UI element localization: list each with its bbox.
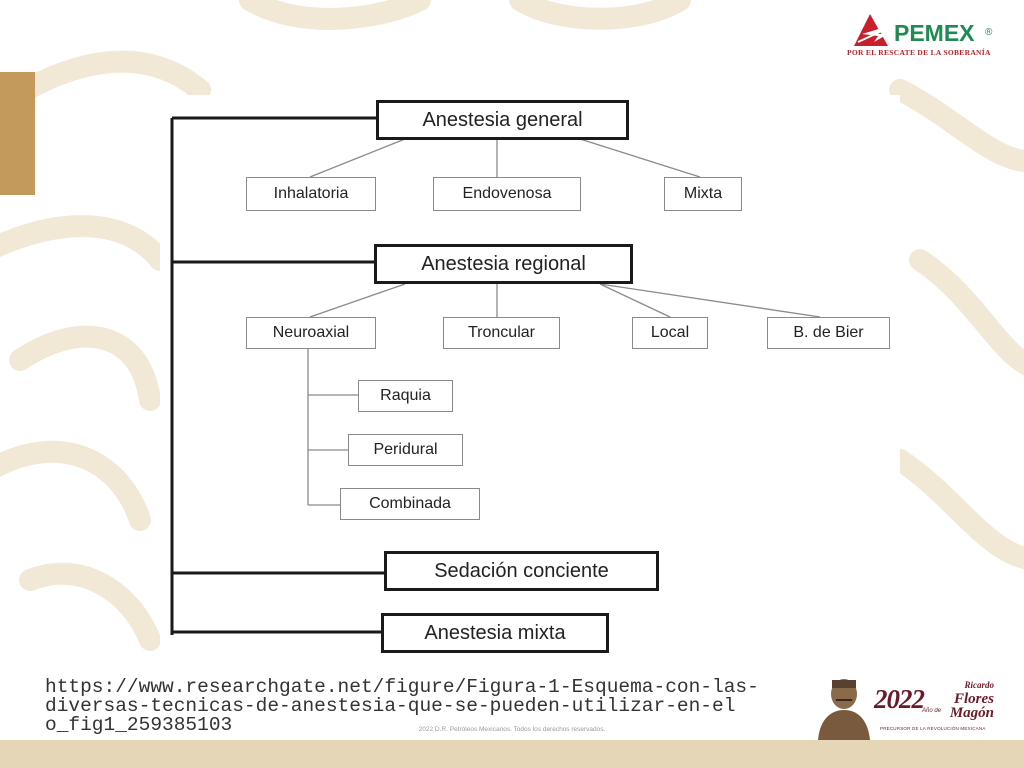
node-anestesia-regional: Anestesia regional xyxy=(374,244,633,284)
pemex-logo: PEMEX ® POR EL RESCATE DE LA SOBERANÍA xyxy=(846,10,996,60)
flores-magon-badge: 2022 Ricardo Flores Magón Año de PRECURS… xyxy=(810,674,996,742)
anesthesia-diagram: Anestesia general Inhalatoria Endovenosa… xyxy=(160,95,900,665)
node-label: Endovenosa xyxy=(462,185,552,202)
diagram-connectors xyxy=(170,116,821,635)
badge-ano-de: Año de xyxy=(922,708,942,714)
node-b-de-bier: B. de Bier xyxy=(767,317,890,349)
node-combinada: Combinada xyxy=(340,488,480,520)
node-label: Combinada xyxy=(369,495,451,512)
node-endovenosa: Endovenosa xyxy=(433,177,581,211)
node-label: Local xyxy=(650,324,690,341)
node-label: Mixta xyxy=(683,185,723,202)
logo-tagline: POR EL RESCATE DE LA SOBERANÍA xyxy=(847,48,991,57)
badge-footline: PRECURSOR DE LA REVOLUCIÓN MEXICANA xyxy=(880,726,986,731)
node-peridural: Peridural xyxy=(348,434,463,466)
accent-tab xyxy=(0,72,35,195)
source-caption: https://www.researchgate.net/figure/Figu… xyxy=(45,676,759,736)
node-neuroaxial: Neuroaxial xyxy=(246,317,376,349)
node-label: Inhalatoria xyxy=(273,185,349,202)
badge-year: 2022 xyxy=(874,684,925,714)
node-label: Troncular xyxy=(468,324,535,341)
badge-name: Ricardo Flores Magón xyxy=(936,678,994,721)
badge-first-name: Ricardo xyxy=(964,680,994,690)
node-label: Anestesia regional xyxy=(421,252,586,275)
node-sedacion-conciente: Sedación conciente xyxy=(384,551,659,591)
node-raquia: Raquia xyxy=(358,380,453,412)
node-label: Anestesia general xyxy=(422,108,583,131)
footer-band xyxy=(0,740,1024,768)
logo-wordmark: PEMEX xyxy=(894,20,975,46)
node-anestesia-mixta: Anestesia mixta xyxy=(381,613,609,653)
node-inhalatoria: Inhalatoria xyxy=(246,177,376,211)
node-label: Neuroaxial xyxy=(272,324,350,341)
pemex-eagle-icon xyxy=(854,14,888,46)
copyright-notice: 2022 D.R. Petróleos Mexicanos. Todos los… xyxy=(418,726,606,733)
node-mixta: Mixta xyxy=(664,177,742,211)
portrait-icon xyxy=(810,674,874,740)
node-label: Anestesia mixta xyxy=(424,621,566,644)
caption-line: diversas-tecnicas-de-anestesia-que-se-pu… xyxy=(45,695,736,717)
node-troncular: Troncular xyxy=(443,317,560,349)
node-local: Local xyxy=(632,317,708,349)
node-label: Raquia xyxy=(380,387,431,404)
node-label: Peridural xyxy=(373,441,438,458)
node-label: B. de Bier xyxy=(793,324,864,341)
badge-surname-1: Flores xyxy=(953,691,994,707)
logo-registered-mark: ® xyxy=(985,27,993,38)
caption-line: o_fig1_259385103 xyxy=(45,714,233,736)
badge-surname-2: Magón xyxy=(949,705,994,721)
node-anestesia-general: Anestesia general xyxy=(376,100,629,140)
caption-line: https://www.researchgate.net/figure/Figu… xyxy=(45,676,759,698)
node-label: Sedación conciente xyxy=(434,559,609,582)
